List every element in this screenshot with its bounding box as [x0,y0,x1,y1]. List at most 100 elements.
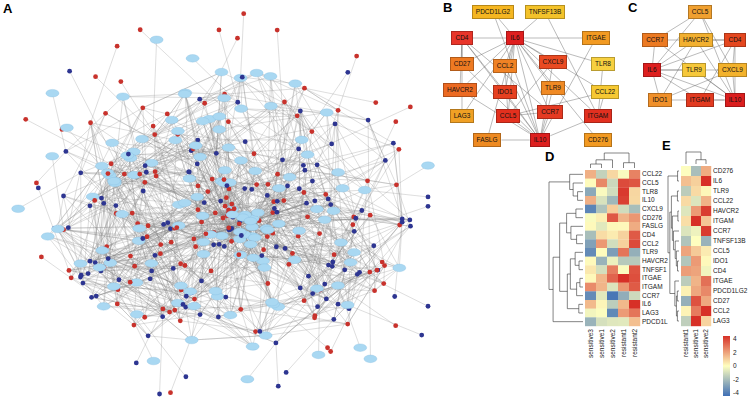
scale-tick: 0 [733,362,737,370]
gene-name: HAVCR2 [447,86,473,94]
gene-name: IL6 [647,66,656,74]
column-label: sensitive1 [598,329,606,358]
gene-name: TLR8 [595,60,611,68]
column-label: sensitive2 [609,329,617,358]
gene-node: CCR7 [537,105,563,119]
row-label: IL10 [642,196,655,204]
row-label: TLR9 [642,248,658,256]
interaction-line [467,45,510,109]
gene-node: CCL2 [493,59,518,73]
gene-node: CCL22 [591,85,619,99]
gene-name: CD4 [455,34,468,42]
row-label: CD27 [713,297,730,305]
row-label: CCR7 [642,292,660,300]
panel-label: C [628,1,637,15]
row-label: CXCL9 [642,205,663,213]
gene-node: CD276 [584,133,612,147]
gene-node: TNFSF13B [525,5,566,19]
gene-node: TLR9 [682,63,706,77]
gene-node: HAVCR2 [679,33,713,47]
interaction-line [703,19,732,93]
gene-name: TLR9 [686,66,702,74]
row-label: CCL2 [642,240,659,248]
row-label: CD276 [642,214,662,222]
gene-name: IL6 [510,34,519,42]
gene-name: CD27 [454,60,471,68]
row-label: ITGAM [642,283,663,291]
gene-name: LAG3 [454,112,471,120]
row-label: IDO1 [713,257,728,265]
interaction-line [704,77,726,93]
interaction-line [523,19,537,31]
interaction-line [664,47,725,93]
gene-node: HAVCR2 [443,83,477,97]
column-label: resistant1 [682,329,690,357]
row-label: CD4 [713,267,726,275]
gene-name: CCL22 [595,88,615,96]
interaction-line [654,77,658,93]
row-label: PDCD1L [642,318,668,326]
row-label: IL6 [713,177,722,185]
gene-node: ITGAM [686,93,715,107]
gene-node: CCR7 [642,33,668,47]
row-label: TNFSF13B [713,237,746,245]
interaction-line [733,47,734,63]
color-scale-bar [723,336,730,396]
gene-node: CD4 [451,31,472,45]
interaction-line [714,100,724,101]
gene-node: IL10 [725,93,746,107]
row-label: PDCD1LG2 [713,287,747,295]
row-label: CCL5 [642,179,659,187]
interaction-line [470,45,541,105]
gene-name: CCR7 [646,36,664,44]
row-label: CD4 [642,231,655,239]
interaction-line [522,45,590,109]
column-label: sensitive2 [702,329,710,358]
column-label: sensitive3 [587,329,595,358]
interaction-line [524,38,583,39]
gene-name: IDO1 [652,96,667,104]
interaction-line [499,19,509,31]
row-label: ITGAM [713,217,734,225]
interaction-line [541,69,552,133]
row-label: HAVCR2 [642,257,668,265]
interaction-line [661,47,686,64]
interaction-line [600,99,603,109]
interaction-line [469,71,533,133]
gene-node: ITGAE [582,31,610,45]
interaction-line [501,140,529,141]
row-label: ITGAE [713,277,733,285]
gene-name: CCL2 [497,62,514,70]
gene-node: IL10 [530,133,551,147]
panel-label: A [3,2,12,16]
row-label: IL6 [642,300,651,308]
column-label: resistant1 [620,329,628,357]
interaction-line [713,40,725,41]
heatmap-cells [585,166,711,326]
row-label: CCL22 [713,197,733,205]
row-label: TNFSF1 [642,266,667,274]
gene-name: CXCL9 [543,58,564,66]
interaction-line [520,113,537,115]
gene-name: CD4 [728,36,741,44]
gene-node: TLR8 [591,57,615,71]
gene-node: FASLG [473,133,502,147]
panel-label: D [545,150,554,164]
gene-name: IL10 [534,136,547,144]
row-label: HAVCR2 [713,207,739,215]
network-illustration [12,11,435,396]
row-label: FASLG [642,222,663,230]
gene-name: FASLG [477,136,498,144]
interaction-line [733,77,734,93]
gene-name: TNFSF13B [529,8,562,16]
gene-node: IDO1 [648,93,671,107]
gene-node: LAG3 [450,109,475,123]
row-label: LAG3 [642,309,659,317]
gene-name: HAVCR2 [683,36,709,44]
gene-node: ITGAM [584,109,613,123]
gene-name: ITGAM [588,112,609,120]
gene-node: CD27 [450,57,475,71]
scale-tick: 2 [733,349,737,357]
interaction-line [508,73,536,133]
